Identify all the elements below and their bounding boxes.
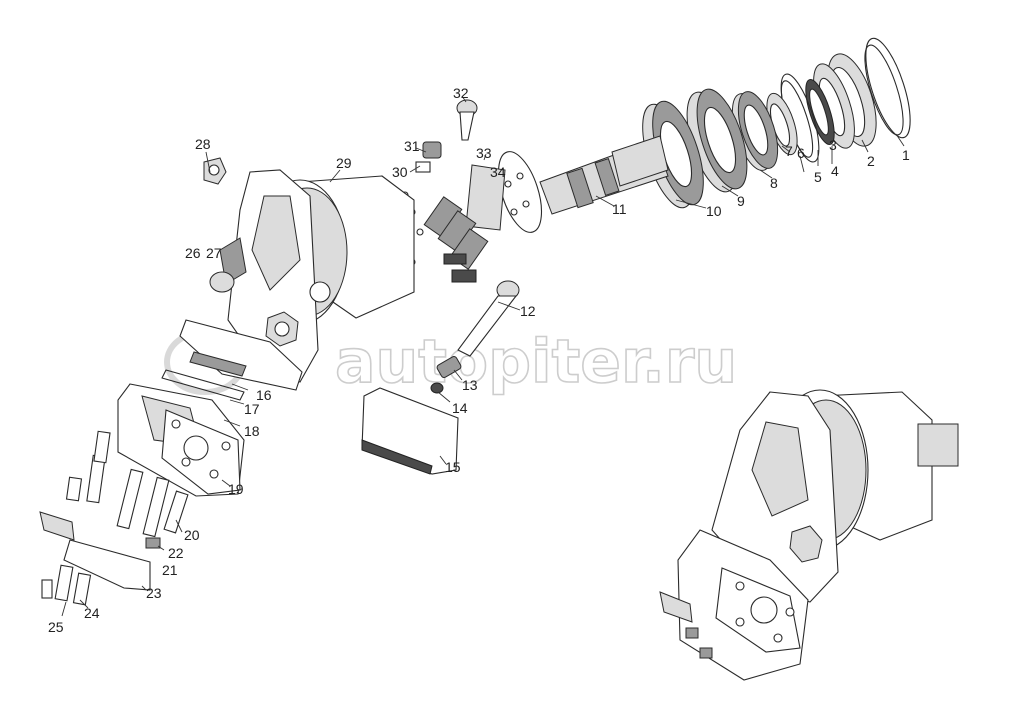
- label-7: 7: [785, 143, 793, 159]
- part-4-seal: [805, 79, 835, 145]
- part-30-pin: [415, 161, 431, 173]
- label-21: 21: [162, 562, 178, 578]
- part-26-27-plug: [209, 271, 235, 293]
- label-22: 22: [168, 545, 184, 561]
- part-15-block: [361, 387, 459, 475]
- label-2: 2: [867, 153, 875, 169]
- part-18-19-end-cover: [117, 383, 245, 497]
- part-16-17-valve-plate: [161, 319, 303, 401]
- label-17: 17: [244, 401, 260, 417]
- part-12-rod: [457, 280, 520, 357]
- label-31: 31: [404, 138, 420, 154]
- label-15: 15: [445, 459, 461, 475]
- label-24: 24: [84, 605, 100, 621]
- label-19: 19: [228, 481, 244, 497]
- label-6: 6: [797, 145, 805, 161]
- part-21-23-cover-plate: [39, 511, 151, 606]
- part-8-bearing: [731, 91, 779, 171]
- part-14-washer: [430, 382, 444, 394]
- part-1-snap-ring: [864, 37, 911, 139]
- label-1: 1: [902, 147, 910, 163]
- part-20-22-bolts: [65, 430, 189, 549]
- label-34: 34: [490, 164, 506, 180]
- part-32-piston: [456, 99, 478, 141]
- part-labels: 1 2 3 4 5 6 7 8 9 10 11 12 13 14 15 16 1…: [48, 85, 910, 635]
- part-29-housing: [219, 169, 415, 383]
- part-33-34-piston-assembly: [401, 164, 506, 283]
- label-11: 11: [612, 201, 627, 217]
- label-27: 27: [206, 245, 222, 261]
- label-12: 12: [520, 303, 536, 319]
- part-31-spring: [422, 141, 442, 159]
- part-13-spring: [436, 356, 462, 378]
- label-32: 32: [453, 85, 469, 101]
- part-9-bearing: [686, 88, 748, 193]
- label-25: 25: [48, 619, 64, 635]
- label-9: 9: [737, 193, 745, 209]
- adjuster-nut: [265, 311, 299, 347]
- label-4: 4: [831, 163, 839, 179]
- label-13: 13: [462, 377, 478, 393]
- part-10-bearing: [642, 100, 704, 209]
- label-8: 8: [770, 175, 778, 191]
- label-10: 10: [706, 203, 722, 219]
- label-5: 5: [814, 169, 822, 185]
- watermark-text: autopiter.ru: [335, 327, 737, 397]
- label-28: 28: [195, 136, 211, 152]
- label-33: 33: [476, 145, 492, 161]
- watermark: autopiter.ru: [164, 326, 738, 398]
- label-23: 23: [146, 585, 162, 601]
- label-29: 29: [336, 155, 352, 171]
- assembled-motor: [659, 389, 959, 681]
- part-28-fitting: [203, 157, 227, 185]
- label-16: 16: [256, 387, 272, 403]
- leader-lines: [61, 95, 905, 617]
- label-26: 26: [185, 245, 201, 261]
- label-30: 30: [392, 164, 408, 180]
- label-20: 20: [184, 527, 200, 543]
- label-18: 18: [244, 423, 260, 439]
- label-3: 3: [829, 137, 837, 153]
- label-14: 14: [452, 400, 468, 416]
- part-11-drive-shaft: [497, 135, 669, 233]
